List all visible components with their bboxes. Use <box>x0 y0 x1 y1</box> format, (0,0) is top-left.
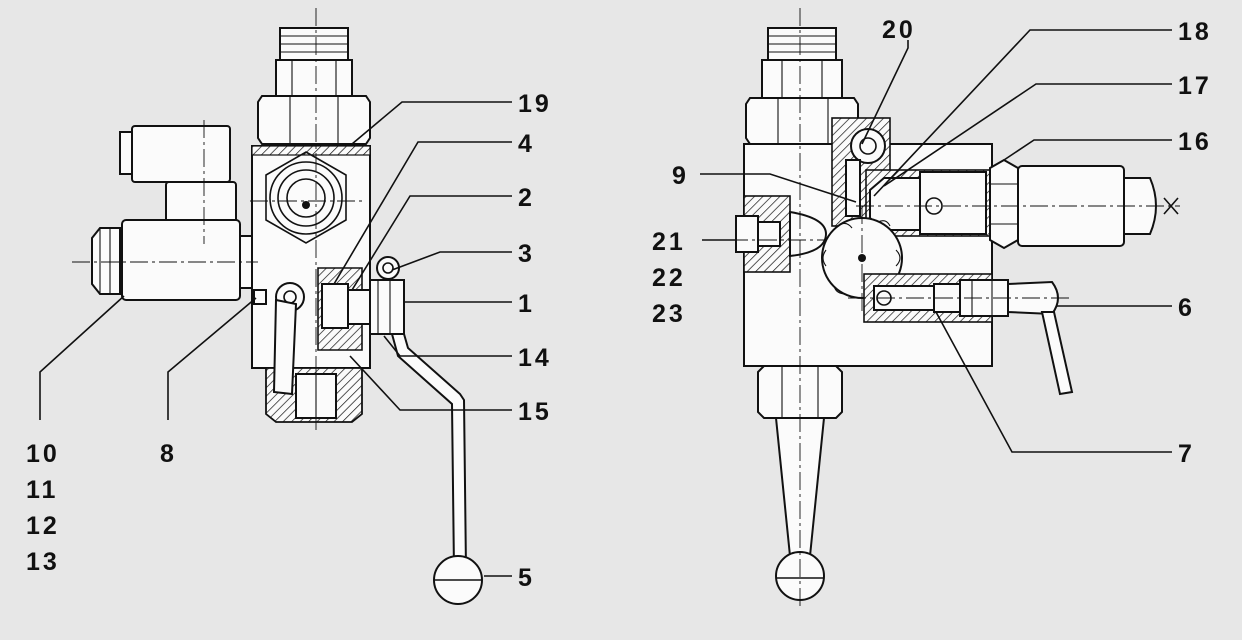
callout-20: 20 <box>882 16 916 44</box>
callout-11: 11 <box>26 476 58 504</box>
right-leaders <box>700 29 1172 453</box>
right-view <box>730 8 1180 610</box>
callout-9: 9 <box>672 162 689 190</box>
callout-7: 7 <box>1178 440 1195 468</box>
left-long-lever <box>390 333 483 605</box>
left-solenoid <box>91 125 253 301</box>
callout-18: 18 <box>1178 18 1212 46</box>
callout-17: 17 <box>1178 72 1212 100</box>
callout-3: 3 <box>518 240 535 268</box>
callout-4: 4 <box>518 130 535 158</box>
right-side-plug <box>735 195 828 273</box>
left-cutaway <box>317 256 405 351</box>
left-leaders <box>39 101 512 577</box>
callout-13: 13 <box>26 548 60 576</box>
callout-2: 2 <box>518 184 535 212</box>
left-central-port <box>265 151 347 244</box>
callout-15: 15 <box>518 398 552 426</box>
callout-12: 12 <box>26 512 60 540</box>
callout-5: 5 <box>518 564 535 592</box>
callout-10: 10 <box>26 440 60 468</box>
right-cartridge <box>865 158 1179 250</box>
left-view <box>72 8 483 605</box>
callout-21: 21 <box>652 228 686 256</box>
callout-16: 16 <box>1178 128 1212 156</box>
callout-22: 22 <box>652 264 686 292</box>
left-top-fitting <box>257 27 371 145</box>
callout-8: 8 <box>160 440 177 468</box>
callout-23: 23 <box>652 300 686 328</box>
left-small-lever <box>253 282 305 396</box>
callout-19: 19 <box>518 90 552 118</box>
callout-14: 14 <box>518 344 552 372</box>
callout-6: 6 <box>1178 294 1195 322</box>
callout-1: 1 <box>518 290 535 318</box>
